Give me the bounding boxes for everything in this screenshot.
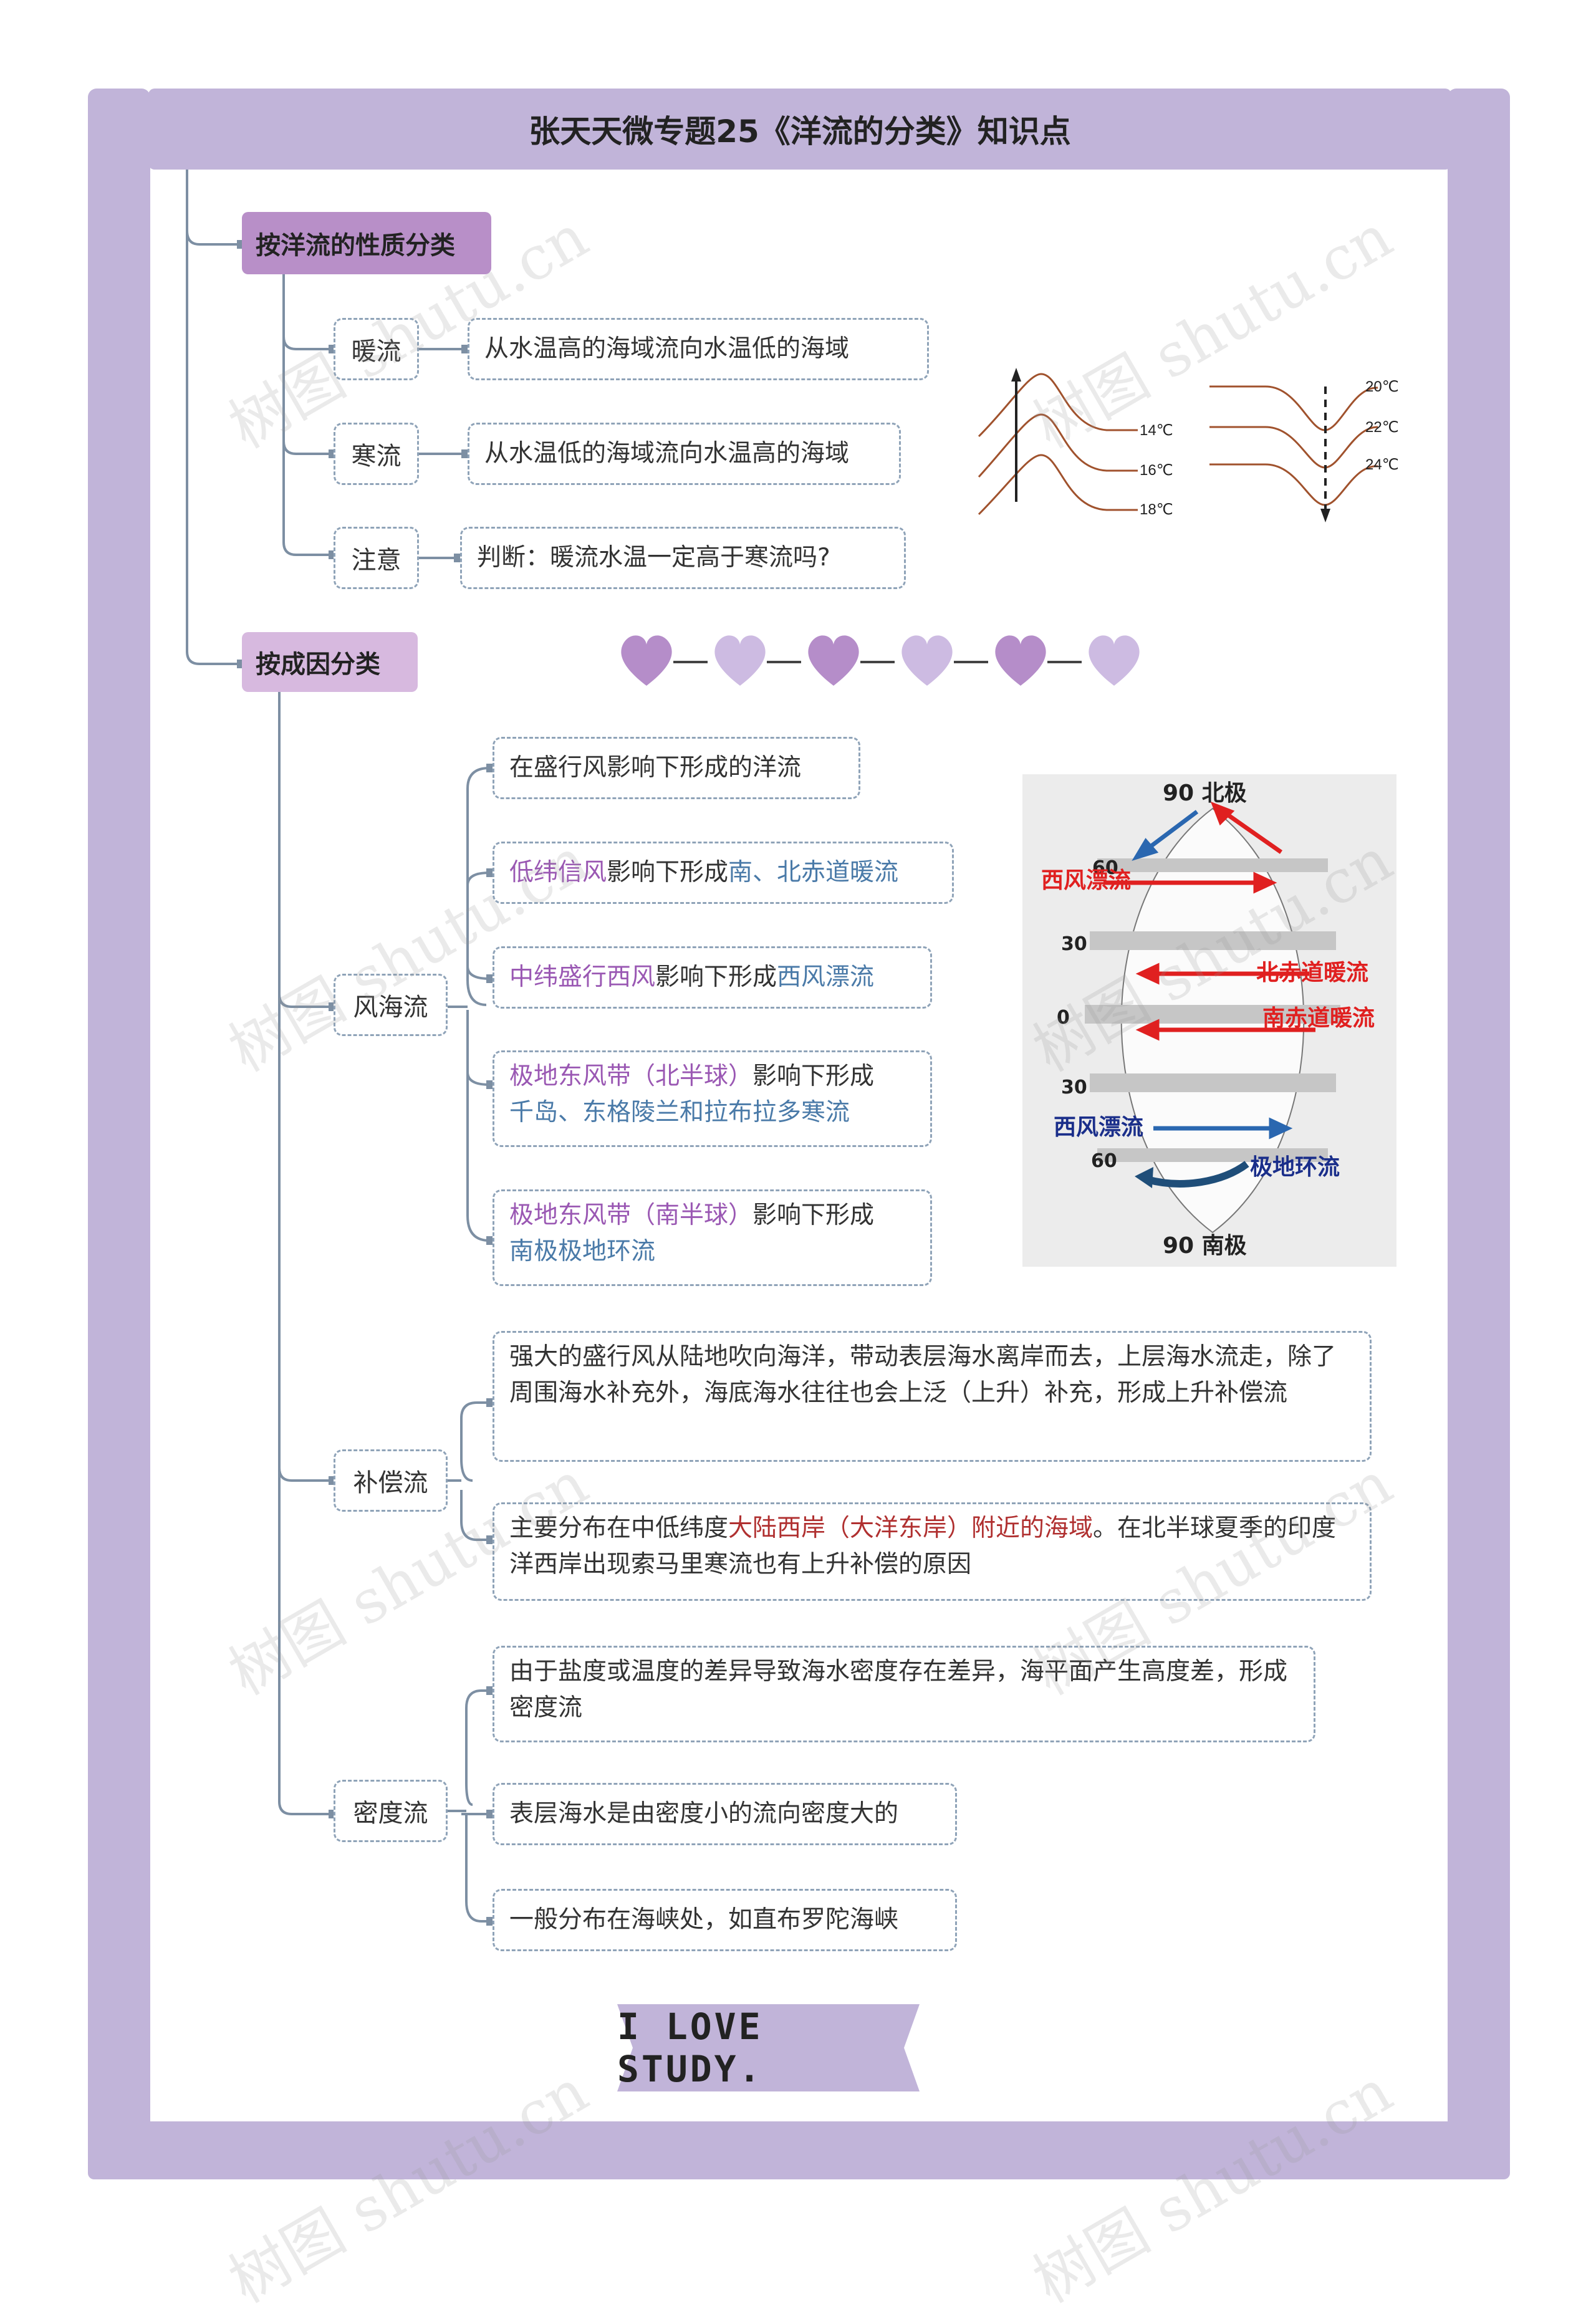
desc-warm-text: 从水温高的海域流向水温低的海域 (484, 335, 850, 363)
wind-item-4-result: 千岛、东格陵兰和拉布拉多寒流 (509, 1098, 850, 1126)
lat-60-s: 60 (1091, 1150, 1117, 1172)
heart-icon (621, 635, 672, 686)
desc-note: 判断：暖流水温一定高于寒流吗? (460, 527, 906, 589)
frame-right (1448, 89, 1510, 2179)
density-item-1: 由于盐度或温度的差异导致海水密度存在差异，海平面产生高度差，形成密度流 (493, 1646, 1315, 1742)
wind-item-5-cause: 极地东风带（南半球） (509, 1201, 753, 1229)
title-bar: 张天天微专题25《洋流的分类》知识点 (148, 89, 1451, 170)
desc-cold-current: 从水温低的海域流向水温高的海域 (468, 423, 901, 485)
category-by-nature-label: 按洋流的性质分类 (256, 231, 455, 260)
wind-item-2-result: 南、北赤道暖流 (728, 858, 899, 886)
lat-30-s: 30 (1061, 1077, 1087, 1098)
wind-item-2-mid: 影响下形成 (607, 858, 729, 886)
isotherm-diagram: 14℃ 16℃ 18℃ 20℃ 22℃ 24℃ (978, 368, 1399, 522)
comp-item-2-a: 主要分布在中低纬度 (509, 1514, 729, 1542)
node-wind-label: 风海流 (353, 993, 428, 1022)
heart-icon (901, 635, 953, 686)
page-title: 张天天微专题25《洋流的分类》知识点 (529, 113, 1071, 150)
wind-item-4-mid: 影响下形成 (752, 1062, 875, 1090)
density-item-2-text: 表层海水是由密度小的流向密度大的 (509, 1800, 899, 1828)
isotherm-16: 16℃ (1140, 462, 1173, 479)
wind-item-3: 中纬盛行西风影响下形成西风漂流 (493, 946, 932, 1009)
node-wind-current[interactable]: 风海流 (334, 974, 448, 1036)
density-item-1-text: 由于盐度或温度的差异导致海水密度存在差异，海平面产生高度差，形成密度流 (509, 1658, 1288, 1722)
comp-item-2: 主要分布在中低纬度大陆西岸（大洋东岸）附近的海域。在北半球夏季的印度洋西岸出现索… (493, 1502, 1372, 1601)
wind-item-4: 极地东风带（北半球）影响下形成千岛、东格陵兰和拉布拉多寒流 (493, 1050, 932, 1147)
wind-item-5: 极地东风带（南半球）影响下形成南极极地环流 (493, 1189, 932, 1286)
globe-label-polar-circulation: 极地环流 (1250, 1155, 1340, 1180)
lat-30-n: 30 (1061, 933, 1087, 955)
category-by-cause[interactable]: 按成因分类 (242, 632, 418, 692)
wind-item-4-cause: 极地东风带（北半球） (509, 1062, 753, 1090)
desc-note-text: 判断：暖流水温一定高于寒流吗? (477, 544, 830, 572)
node-note-label: 注意 (351, 546, 401, 575)
globe-north: 90 北极 (1163, 780, 1247, 806)
isotherm-14: 14℃ (1140, 422, 1173, 439)
lat-0: 0 (1057, 1007, 1070, 1029)
node-comp-label: 补偿流 (353, 1469, 428, 1497)
globe-label-north-equatorial: 北赤道暖流 (1256, 960, 1368, 986)
category-by-cause-label: 按成因分类 (256, 650, 380, 679)
wind-item-1-text: 在盛行风影响下形成的洋流 (509, 754, 802, 782)
density-item-3-text: 一般分布在海峡处，如直布罗陀海峡 (509, 1906, 899, 1934)
globe-label-south-equatorial: 南赤道暖流 (1262, 1006, 1375, 1031)
node-note[interactable]: 注意 (334, 527, 419, 589)
category-by-nature[interactable]: 按洋流的性质分类 (242, 212, 491, 274)
comp-item-2-c: 。在北半球夏季的印度洋西岸出现索马里寒流也有上升补偿的原因 (509, 1514, 1337, 1578)
node-compensation-current[interactable]: 补偿流 (334, 1449, 448, 1512)
isotherm-24: 24℃ (1365, 456, 1399, 473)
node-density-label: 密度流 (353, 1799, 428, 1828)
node-cold-current[interactable]: 寒流 (334, 423, 419, 485)
node-density-current[interactable]: 密度流 (334, 1780, 448, 1842)
frame-bottom (88, 2121, 1510, 2179)
connector-lines (186, 170, 494, 1926)
globe-label-west-wind-drift-s: 西风漂流 (1054, 1115, 1143, 1140)
isotherm-22: 22℃ (1365, 419, 1399, 436)
wind-item-5-mid: 影响下形成 (752, 1201, 875, 1229)
lat-60-n: 60 (1092, 857, 1118, 879)
wind-item-2-cause: 低纬信风 (509, 858, 607, 886)
desc-warm-current: 从水温高的海域流向水温低的海域 (468, 318, 929, 380)
wind-item-1: 在盛行风影响下形成的洋流 (493, 737, 860, 799)
heart-icon (1089, 635, 1140, 686)
wind-item-3-mid: 影响下形成 (655, 963, 777, 991)
hearts-decoration (621, 635, 1140, 686)
node-warm-current[interactable]: 暖流 (334, 318, 419, 380)
node-cold-label: 寒流 (351, 442, 401, 471)
i-love-study-ribbon (617, 2004, 920, 2091)
ocean-current-globe: 90 北极 90 南极 60 30 0 30 60 西风漂流 北赤道暖流 南赤道… (1022, 774, 1396, 1267)
wind-item-5-result: 南极极地环流 (509, 1237, 656, 1265)
globe-label-west-wind-drift-n: 西风漂流 (1041, 868, 1131, 893)
heart-icon (714, 635, 766, 686)
comp-item-1-text: 强大的盛行风从陆地吹向海洋，带动表层海水离岸而去，上层海水流走，除了周围海水补充… (509, 1343, 1337, 1407)
isotherm-20: 20℃ (1365, 378, 1399, 395)
comp-item-1: 强大的盛行风从陆地吹向海洋，带动表层海水离岸而去，上层海水流走，除了周围海水补充… (493, 1331, 1372, 1462)
wind-item-3-result: 西风漂流 (777, 963, 875, 991)
isotherm-18: 18℃ (1140, 501, 1173, 518)
frame-left (88, 89, 150, 2179)
desc-cold-text: 从水温低的海域流向水温高的海域 (484, 439, 850, 468)
ribbon-text: I LOVE STUDY. (617, 2005, 763, 2090)
comp-item-2-highlight: 大陆西岸（大洋东岸）附近的海域 (728, 1514, 1094, 1542)
globe-south: 90 南极 (1163, 1233, 1247, 1259)
wind-item-2: 低纬信风影响下形成南、北赤道暖流 (493, 842, 954, 904)
wind-item-3-cause: 中纬盛行西风 (509, 963, 656, 991)
heart-icon (808, 635, 859, 686)
density-item-2: 表层海水是由密度小的流向密度大的 (493, 1783, 957, 1845)
heart-icon (995, 635, 1046, 686)
node-warm-label: 暖流 (351, 337, 401, 366)
density-item-3: 一般分布在海峡处，如直布罗陀海峡 (493, 1889, 957, 1951)
